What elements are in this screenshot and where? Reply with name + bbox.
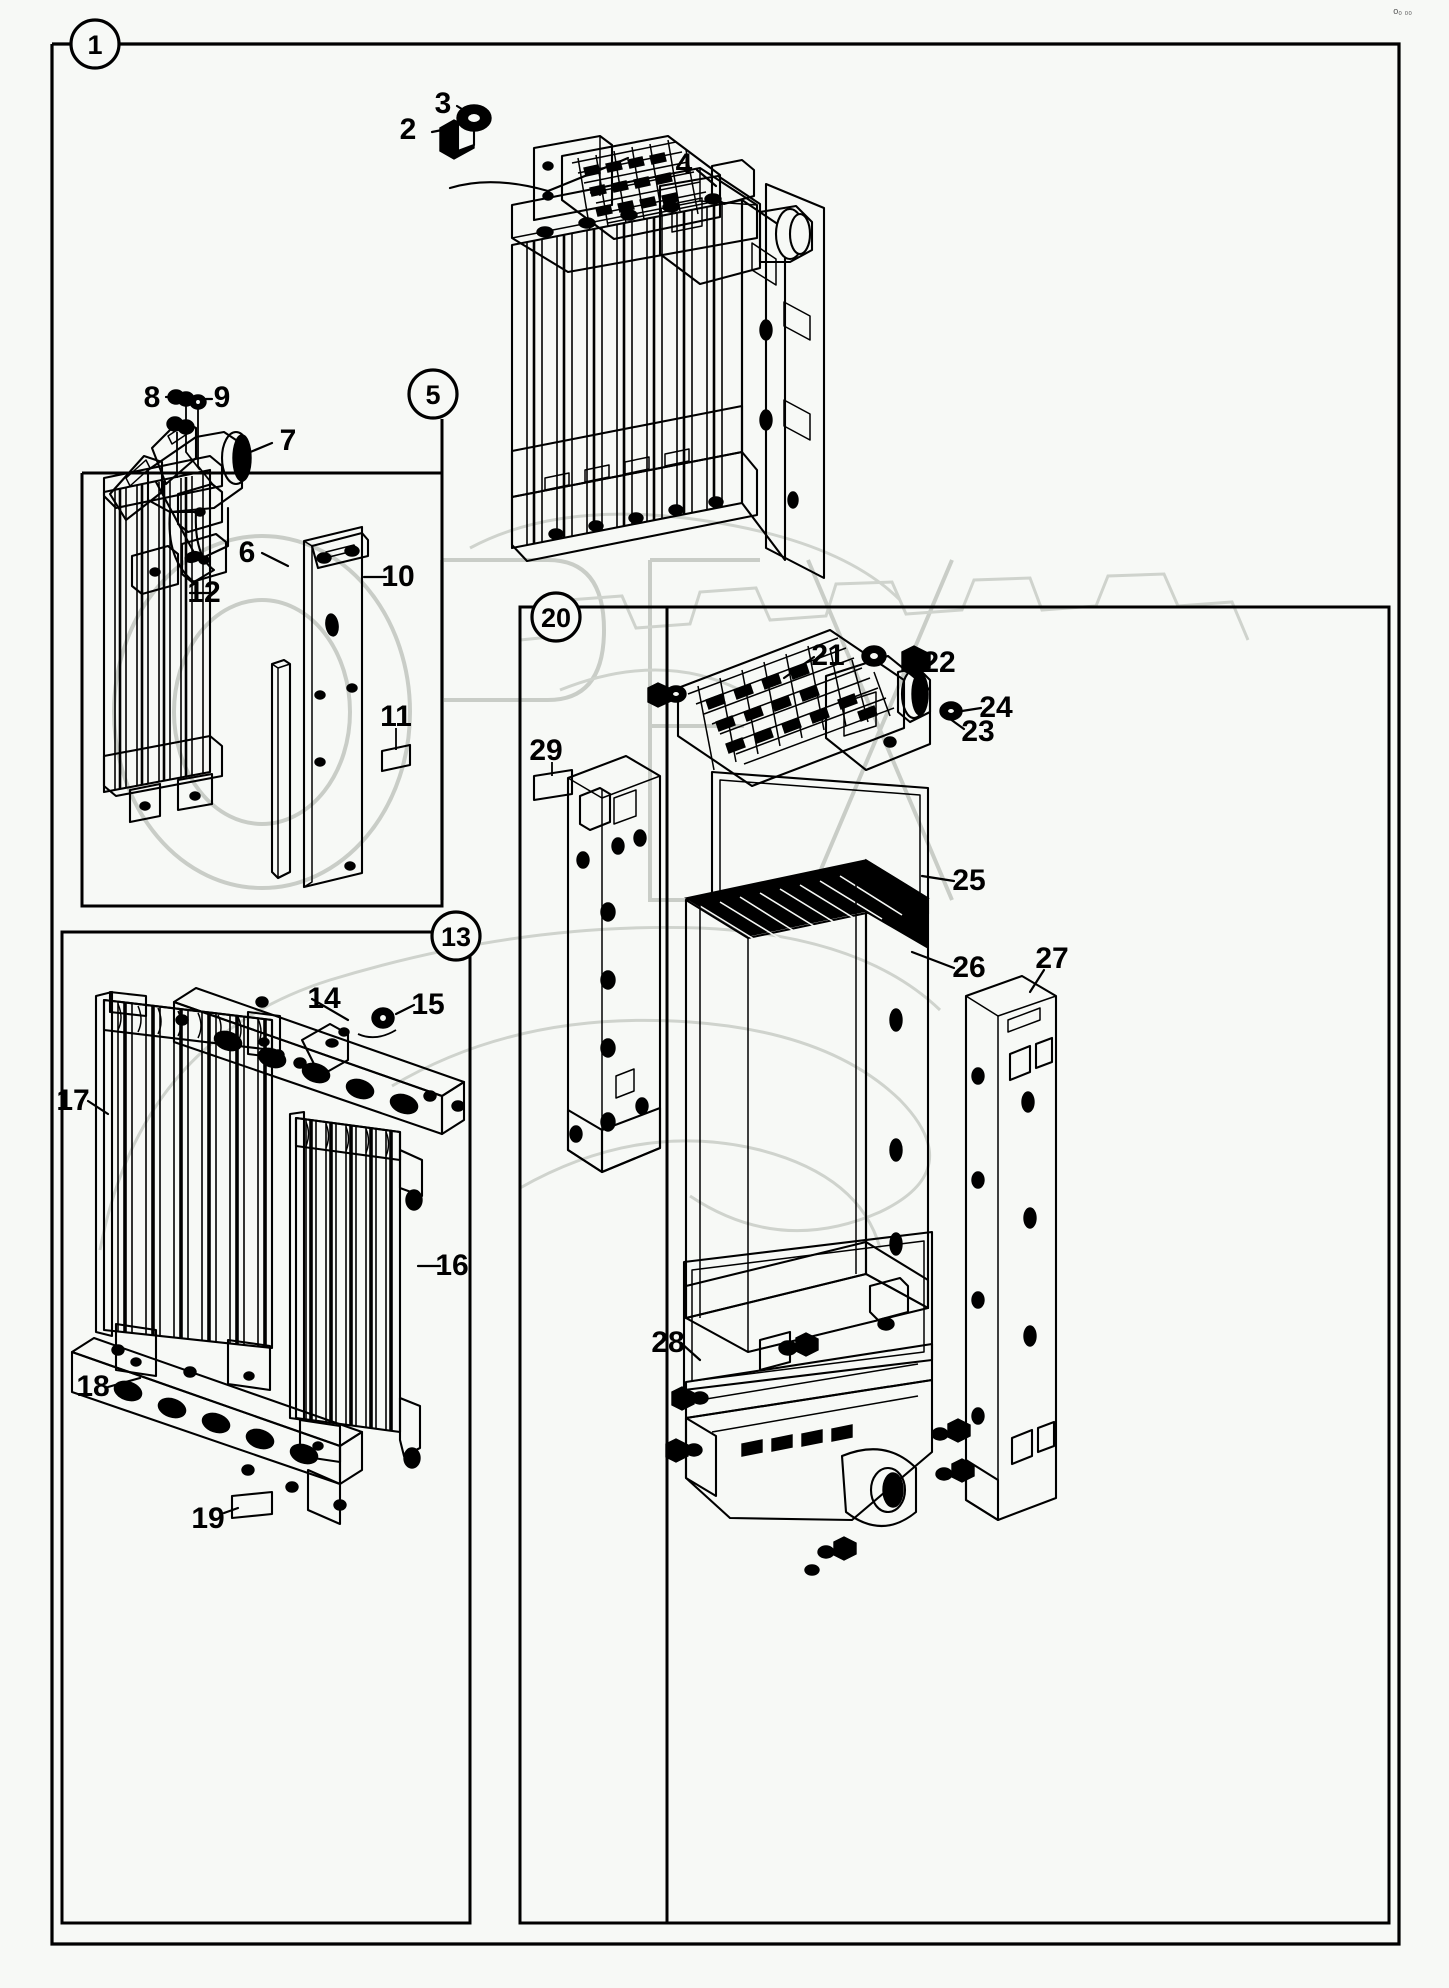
grille-cells — [583, 152, 679, 217]
shroud-grille-4 — [560, 134, 814, 286]
panel-20-border-left — [518, 605, 1391, 1925]
panel-1-border — [50, 42, 1401, 1946]
panel-callout-1-text: 1 — [87, 30, 102, 60]
identification-tag-29 — [532, 768, 574, 802]
item-label-18: 18 — [76, 1370, 109, 1403]
item-label-11: 11 — [380, 700, 412, 733]
condenser-16-fins-heavy — [309, 1120, 393, 1431]
item-label-8: 8 — [144, 381, 161, 414]
oil-cooler-fins-heavy — [118, 477, 188, 789]
item-label-25: 25 — [952, 864, 985, 897]
corner-mark: o₀ ₀₀ — [1393, 6, 1412, 16]
grommet-15 — [371, 1007, 395, 1029]
oil-cooler-fins — [114, 474, 204, 790]
air-duct-elbow-7 — [108, 418, 252, 596]
condenser-core-16 — [288, 1110, 424, 1469]
oil-cooler-core-12 — [102, 454, 224, 824]
cooler-core-17 — [94, 990, 282, 1392]
panel-callout-1[interactable]: 1 — [69, 18, 121, 70]
item-label-15: 15 — [411, 988, 444, 1021]
item-label-6: 6 — [239, 536, 256, 569]
radiator-core-main — [510, 134, 826, 580]
item-label-3: 3 — [435, 87, 452, 120]
item-label-17: 17 — [56, 1084, 89, 1117]
main-radiator-assembly — [439, 104, 826, 580]
item-label-24: 24 — [979, 691, 1013, 724]
leader-lines — [86, 104, 1046, 1515]
item-label-14: 14 — [307, 982, 341, 1015]
upper-support-rail-14 — [172, 986, 466, 1136]
right-mounting-bracket-27 — [964, 974, 1058, 1522]
left-mounting-bracket — [566, 754, 662, 1174]
item-label-19: 19 — [191, 1502, 224, 1535]
panel-callout-5-text: 5 — [425, 380, 440, 410]
seal-strip-6 — [270, 658, 292, 880]
item-label-9: 9 — [214, 381, 231, 414]
item-label-4: 4 — [676, 148, 693, 181]
item-label-21: 21 — [811, 639, 844, 672]
panel-callouts: 1 5 13 20 — [69, 18, 582, 962]
lower-seal-gasket — [682, 1230, 934, 1392]
condenser-16-top-tubes — [305, 1121, 390, 1157]
item-label-22: 22 — [922, 646, 955, 679]
item-label-7: 7 — [280, 424, 297, 457]
air-inlet-grille-21 — [676, 628, 932, 788]
identification-tag-11 — [380, 743, 412, 773]
radiator-fins-heavy — [532, 205, 716, 544]
item-label-26: 26 — [952, 951, 985, 984]
core-26-top-fins — [699, 875, 903, 945]
cooler-17-fins-heavy — [123, 1002, 267, 1348]
item-label-10: 10 — [381, 560, 414, 593]
oil-cooler-assembly — [102, 389, 412, 889]
bottom-tank-housing-28 — [665, 1332, 975, 1576]
panel-callout-13-text: 13 — [441, 922, 471, 952]
item-label-2: 2 — [400, 113, 417, 146]
item-label-28: 28 — [651, 1326, 684, 1359]
panel-callout-5[interactable]: 5 — [407, 368, 459, 420]
panel-20-border — [665, 605, 1391, 1925]
radiator-core-26 — [684, 858, 930, 1372]
fastener-24 — [939, 701, 963, 721]
item-label-23: 23 — [961, 715, 994, 748]
item-number-labels: 2 3 4 6 7 8 9 10 11 12 14 15 16 17 18 19… — [56, 87, 1068, 1535]
condenser-assembly — [70, 986, 466, 1526]
fastener-22b — [647, 682, 687, 708]
panel-callout-13[interactable]: 13 — [430, 910, 482, 962]
item-label-16: 16 — [435, 1249, 468, 1282]
cooler-17-fins — [117, 1002, 259, 1347]
fastener-23 — [861, 645, 887, 667]
side-mounting-plate-10 — [302, 525, 370, 889]
charge-air-cooler-assembly — [532, 628, 1058, 1576]
item-label-12: 12 — [187, 576, 220, 609]
panel-callout-20-text: 20 — [541, 603, 571, 633]
lower-support-rail-18 — [70, 1336, 364, 1526]
condenser-16-fins — [305, 1119, 387, 1430]
panel-callout-20[interactable]: 20 — [530, 591, 582, 643]
identification-tag-19 — [230, 1490, 274, 1520]
tank-28-slots — [741, 1424, 853, 1457]
watermark-opex — [98, 512, 1250, 1251]
grille-21-cells — [705, 663, 878, 754]
washer-9 — [189, 394, 207, 410]
item-label-29: 29 — [529, 734, 562, 767]
item-label-27: 27 — [1035, 942, 1068, 975]
